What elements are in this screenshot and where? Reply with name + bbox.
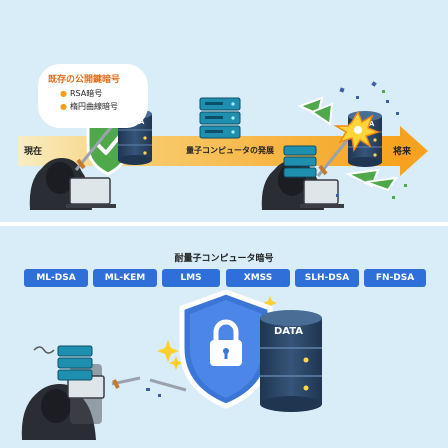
section-divider (0, 222, 448, 226)
sparkle-icons (157, 296, 277, 370)
broken-sword-icon (111, 376, 187, 397)
bubble-title: 既存の公開鍵暗号 (48, 75, 121, 85)
algo-chip-lms: LMS (162, 269, 220, 287)
bubble-item-rsa-text: RSA暗号 (69, 89, 103, 98)
algo-chip-ml-kem: ML-KEM (93, 269, 157, 287)
algo-chip-fn-dsa: FN-DSA (364, 269, 426, 287)
algo-chip-slh-dsa: SLH-DSA (295, 269, 359, 287)
hacker-figure-left (29, 158, 116, 210)
sword-icon (74, 125, 114, 171)
bubble-item-ecc-text: 楕円曲線暗号 (69, 102, 118, 111)
algo-chip-xmss: XMSS (226, 269, 290, 287)
pqc-protection-scene: DATA (21, 290, 322, 440)
debris-particles (336, 81, 407, 199)
explosion-icon (333, 110, 381, 153)
algo-chip-ml-dsa: ML-DSA (24, 269, 88, 287)
database-bottom-icon: DATA (260, 310, 322, 412)
bubble-item-ecc: ●楕円曲線暗号 (60, 101, 118, 112)
broken-shield-pieces (297, 96, 399, 192)
server-right-icon (283, 145, 317, 178)
pqc-title: 耐量子コンピュータ暗号 (174, 254, 274, 264)
bullet-icon: ● (60, 89, 67, 98)
bubble-item-rsa: ●RSA暗号 (60, 88, 102, 99)
blue-shield-lock-icon (179, 290, 273, 409)
bullet-icon: ● (60, 102, 67, 111)
speech-bubble (38, 64, 148, 128)
arrow-label: 量子コンピュータの発展 (186, 146, 274, 155)
server-bottom-icon (57, 345, 93, 381)
dizzy-swirl-icon (33, 346, 55, 354)
label-future: 将来 (393, 147, 412, 157)
database-bottom-label: DATA (274, 326, 303, 337)
label-now: 現在 (24, 147, 43, 157)
server-center-icon (199, 97, 241, 139)
